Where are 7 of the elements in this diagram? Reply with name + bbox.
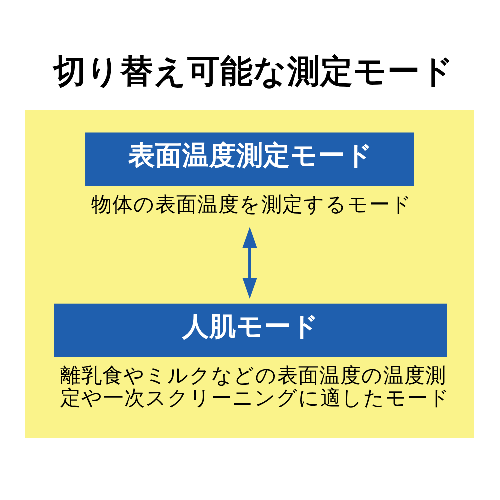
node-box: 人肌モード [54,303,448,357]
node-label: 物体の表面温度を測定するモード [91,192,412,216]
arrow [242,226,258,299]
node-label: 離乳食やミルクなどの表面温度の温度測定や一次スクリーニングに適したモード [60,363,450,410]
cluster [26,110,474,438]
node-box: 表面温度測定モード [86,132,414,186]
diagram-title: 切り替え可能な測定モード [54,52,455,90]
